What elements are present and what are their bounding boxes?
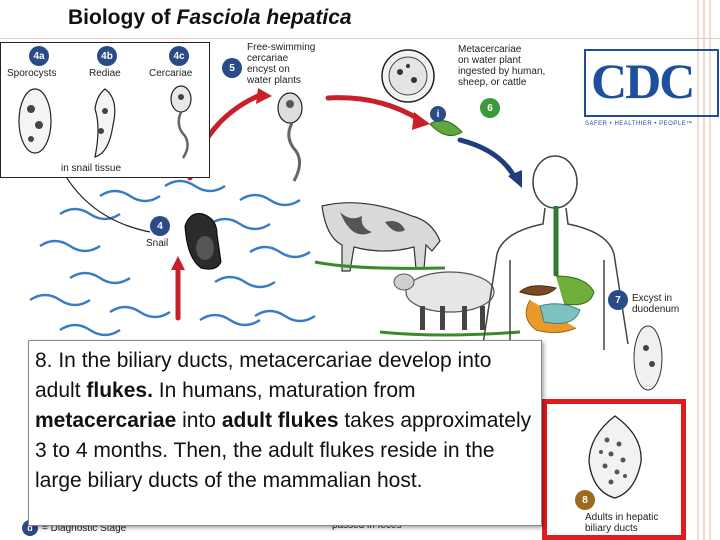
- caption-box: 8. In the biliary ducts, metacercariae d…: [28, 340, 542, 526]
- badge-4a: 4a: [29, 46, 49, 66]
- cdc-logo-tagline: SAFER • HEALTHIER • PEOPLE™: [585, 121, 693, 127]
- title-divider: [0, 38, 720, 39]
- badge-4c: 4c: [169, 46, 189, 66]
- badge-5: 5: [222, 58, 242, 78]
- inset-caption: in snail tissue: [61, 163, 122, 174]
- snail-tissue-inset: 4a Sporocysts 4b Rediae 4c Cercariae in …: [0, 42, 210, 178]
- life-cycle-diagram: [29, 49, 663, 391]
- cdc-logo: CDC SAFER • HEALTHIER • PEOPLE™: [583, 46, 720, 130]
- sheep: [379, 271, 521, 337]
- label-cercariae: Cercariae: [149, 68, 193, 79]
- legend-diagnostic-stage: = Diagnostic Stage: [42, 523, 127, 534]
- water-waves: [29, 179, 316, 337]
- digestive-tract: [519, 206, 595, 334]
- label-rediae: Rediae: [89, 68, 121, 79]
- label-snail: Snail: [146, 238, 169, 249]
- badge-8: 8: [575, 490, 595, 510]
- cdc-logo-word: CDC: [591, 53, 695, 109]
- badge-6: 6: [480, 98, 500, 118]
- larval-stages-drawing: [18, 85, 192, 159]
- badge-4: 4: [150, 216, 170, 236]
- slide-title: Biology of Fasciola hepatica: [68, 6, 352, 29]
- excysting-metacercaria: [633, 325, 663, 391]
- cow: [314, 202, 446, 272]
- badge-4b: 4b: [97, 46, 117, 66]
- badge-infective-stage: i: [430, 106, 446, 122]
- adult-fluke-drawing: [588, 415, 642, 499]
- label-sporocysts: Sporocysts: [7, 68, 57, 79]
- stage-8-description: 8. In the biliary ducts, metacercariae d…: [35, 349, 532, 492]
- metacercaria-cyst: [381, 49, 435, 103]
- badge-7: 7: [608, 290, 628, 310]
- cercaria-free-swimming: [277, 92, 303, 182]
- slide-border-decoration: [697, 0, 711, 540]
- species-name: Fasciola hepatica: [176, 6, 352, 29]
- snail: [184, 213, 222, 270]
